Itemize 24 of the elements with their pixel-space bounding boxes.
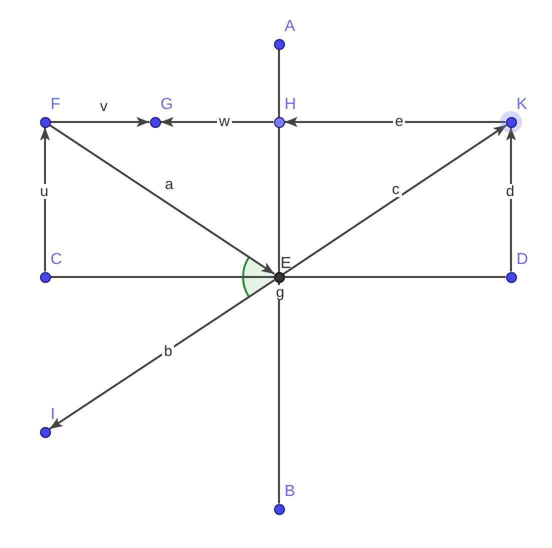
vector-arrow xyxy=(49,124,275,275)
point-label: K xyxy=(516,96,528,114)
vector-arrow xyxy=(40,128,50,272)
point-label: C xyxy=(50,250,62,268)
point-label: D xyxy=(516,250,528,268)
edge-label: u xyxy=(38,184,50,199)
vector-arrow xyxy=(49,279,275,430)
point-label: A xyxy=(284,18,296,36)
vector-arrow xyxy=(283,124,507,275)
point-label: I xyxy=(50,406,55,424)
line xyxy=(278,50,280,504)
vector-arrow xyxy=(284,117,506,127)
vector-arrow xyxy=(160,117,274,127)
point-label: B xyxy=(284,482,296,500)
line xyxy=(50,276,506,278)
point-label: F xyxy=(50,96,60,114)
angle-label: g xyxy=(275,285,286,300)
point-label: H xyxy=(284,96,296,114)
vector-arrow xyxy=(506,128,516,272)
vector-arrow xyxy=(50,117,150,127)
point-label: G xyxy=(160,96,173,114)
edge-label: d xyxy=(504,184,516,199)
edge-label: b xyxy=(162,344,174,359)
point-label: E xyxy=(280,254,292,272)
